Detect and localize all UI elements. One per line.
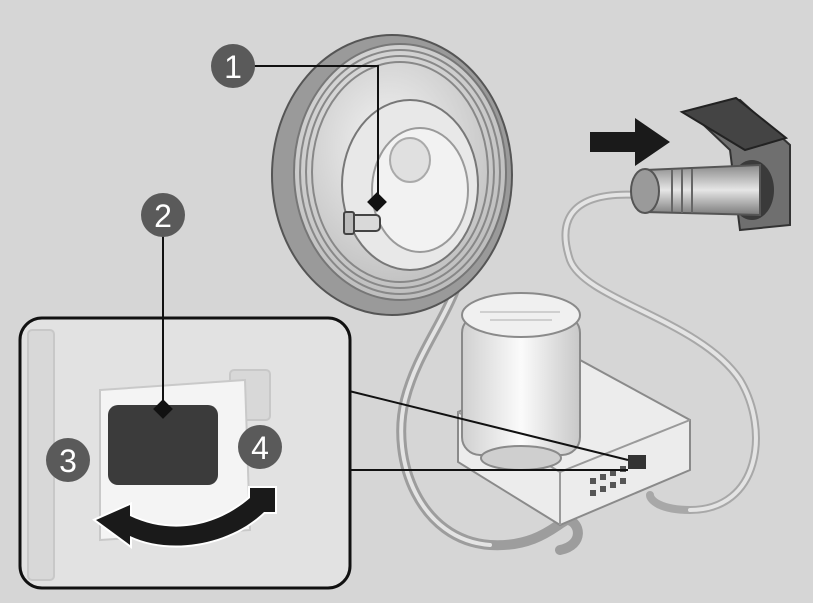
callout-1: 1	[211, 44, 255, 88]
svg-text:1: 1	[224, 49, 242, 85]
callout-2-pointer	[153, 399, 173, 419]
svg-text:2: 2	[154, 198, 172, 234]
callout-2: 2	[141, 193, 185, 237]
callout-1-pointer	[367, 192, 387, 212]
double-curved-arrow-icon	[92, 486, 277, 549]
callout-leaders	[162, 65, 379, 410]
valve-connector	[343, 211, 381, 235]
svg-text:4: 4	[251, 430, 269, 466]
power-plug	[630, 163, 761, 217]
right-arrow-icon	[590, 118, 670, 166]
spare-tire	[271, 34, 513, 316]
callout-3: 3	[46, 438, 90, 482]
switch-detail-inset	[18, 316, 629, 590]
callout-4: 4	[238, 425, 282, 469]
on-off-switch	[108, 405, 218, 485]
power-switch	[628, 455, 646, 469]
svg-text:3: 3	[59, 443, 77, 479]
compressor	[457, 292, 691, 527]
